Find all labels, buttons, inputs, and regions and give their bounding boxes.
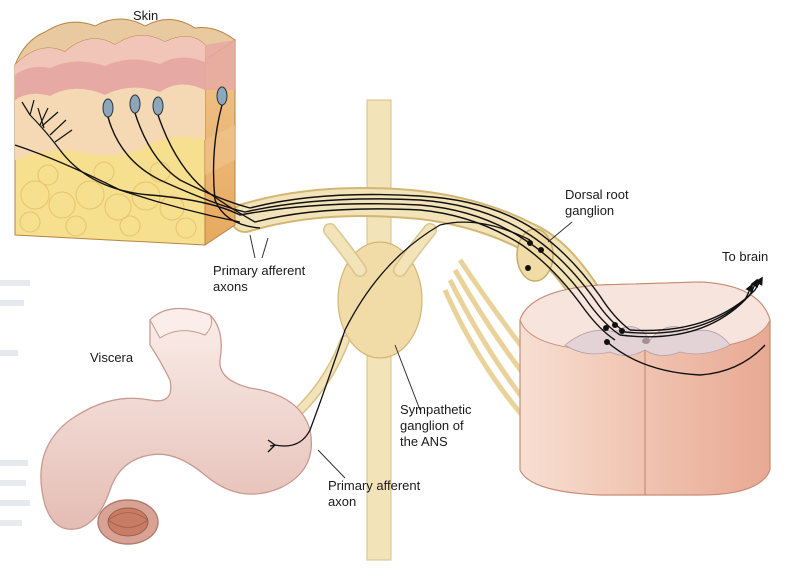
label-line: Primary afferent: [328, 478, 421, 493]
spinal-cord: [519, 281, 771, 496]
primary-afferent-axons-paths: [14, 104, 766, 376]
label-line: axons: [213, 279, 248, 294]
label-primary-afferent-axon: Primary afferent axon: [328, 478, 420, 510]
viscera: [40, 307, 312, 545]
label-line: ganglion of: [400, 418, 464, 433]
label-line: Sympathetic: [400, 402, 472, 417]
background-scan-marks: [0, 280, 30, 526]
label-to-brain: To brain: [722, 249, 769, 264]
leader-lines: [249, 221, 573, 479]
label-line: Dorsal root: [565, 187, 629, 202]
cord-synapses: [603, 322, 625, 345]
label-dorsal-root-ganglion: Dorsal root ganglion: [565, 187, 629, 219]
skin-receptors: [102, 86, 228, 118]
visceral-afferent-axon: [267, 221, 531, 453]
label-viscera: Viscera: [90, 350, 134, 365]
skin-block: [14, 18, 236, 246]
label-skin: Skin: [133, 8, 159, 23]
label-line: Primary afferent: [213, 263, 306, 278]
label-primary-afferent-axons: Primary afferent axons: [213, 263, 305, 295]
label-sympathetic-ganglion: Sympathetic ganglion of the ANS: [400, 402, 472, 450]
label-line: axon: [328, 494, 357, 509]
free-nerve-endings: [21, 99, 73, 151]
label-line: the ANS: [400, 434, 448, 449]
label-line: ganglion: [565, 203, 615, 218]
drg-cell-bodies: [525, 240, 544, 271]
